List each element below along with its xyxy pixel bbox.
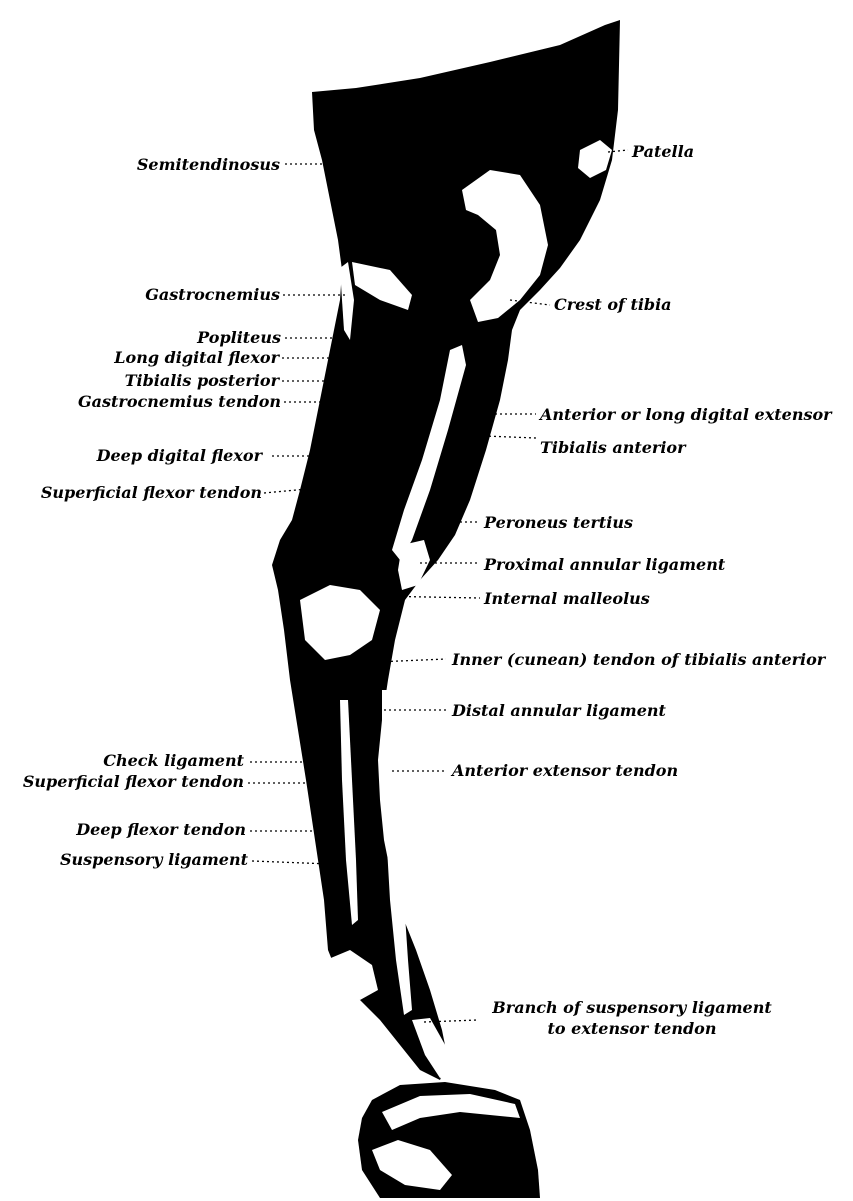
- label-internal-malleolus: Internal malleolus: [483, 589, 650, 608]
- thigh-muscle-mass: [272, 20, 620, 1080]
- malleolus-highlight: [398, 540, 430, 590]
- label-branch-of-suspensory-line2: to extensor tendon: [548, 1019, 717, 1038]
- label-tibialis-posterior: Tibialis posterior: [125, 371, 281, 390]
- label-long-digital-flexor: Long digital flexor: [113, 348, 280, 367]
- label-popliteus: Popliteus: [196, 328, 281, 347]
- label-anterior-long-digital-extensor: Anterior or long digital extensor: [538, 405, 833, 424]
- label-patella: Patella: [631, 142, 694, 161]
- label-branch-of-suspensory-line1: Branch of suspensory ligament: [491, 998, 772, 1017]
- label-gastrocnemius-tendon: Gastrocnemius tendon: [78, 392, 281, 411]
- label-crest-of-tibia: Crest of tibia: [554, 295, 672, 314]
- label-superficial-flexor-tendon-lower: Superficial flexor tendon: [23, 772, 244, 791]
- label-deep-digital-flexor: Deep digital flexor: [96, 446, 264, 465]
- leader-tibialis-anterior: [484, 436, 536, 438]
- label-inner-cunean-tendon: Inner (cunean) tendon of tibialis anteri…: [451, 650, 827, 669]
- label-distal-annular-ligament: Distal annular ligament: [451, 701, 667, 720]
- label-suspensory-ligament: Suspensory ligament: [60, 850, 249, 869]
- label-deep-flexor-tendon: Deep flexor tendon: [75, 820, 246, 839]
- label-semitendinosus: Semitendinosus: [137, 155, 280, 174]
- label-gastrocnemius: Gastrocnemius: [145, 285, 280, 304]
- label-superficial-flexor-tendon-upper: Superficial flexor tendon: [41, 483, 262, 502]
- label-check-ligament: Check ligament: [103, 751, 244, 770]
- label-tibialis-anterior: Tibialis anterior: [540, 438, 687, 457]
- label-peroneus-tertius: Peroneus tertius: [483, 513, 633, 532]
- label-proximal-annular-ligament: Proximal annular ligament: [483, 555, 726, 574]
- label-anterior-extensor-tendon: Anterior extensor tendon: [450, 761, 678, 780]
